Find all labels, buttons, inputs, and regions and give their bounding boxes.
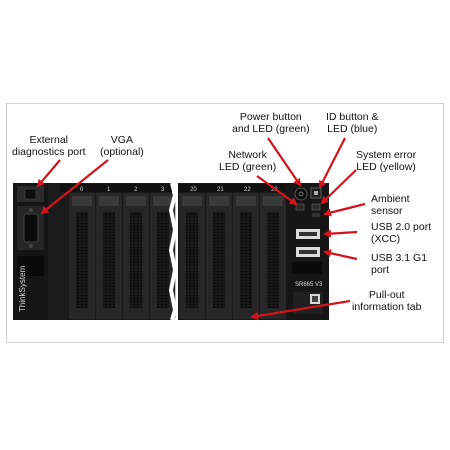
label-pull-out-information-tab: Pull-out information tab	[352, 289, 422, 313]
right-rack-ear: SR665 V3	[286, 183, 329, 320]
system-error-led	[311, 203, 321, 211]
bay-number: 1	[107, 187, 111, 193]
label-network-led: Network LED (green)	[219, 149, 277, 173]
drive-bay[interactable]: 0	[69, 187, 95, 319]
network-led	[295, 203, 305, 211]
label-ambient-sensor: Ambient sensor	[371, 193, 410, 217]
label-system-error-led: System error LED (yellow)	[356, 149, 417, 173]
vga-port[interactable]	[23, 213, 39, 243]
drive-bay[interactable]: 1	[96, 187, 122, 319]
bay-number: 0	[80, 187, 84, 193]
bay-number: 20	[190, 187, 197, 193]
drive-bay[interactable]: 2	[123, 187, 149, 319]
brand-text: ThinkSystem	[18, 265, 27, 312]
label-vga: VGA (optional)	[100, 134, 144, 158]
label-power-button: Power button and LED (green)	[232, 111, 310, 135]
model-text: SR665 V3	[295, 282, 323, 288]
label-external-diagnostics-port: External diagnostics port	[12, 134, 86, 158]
label-id-button: ID button & LED (blue)	[326, 111, 379, 135]
bay-number: 21	[217, 187, 224, 193]
drive-bays-left: 0 1 2 3	[69, 187, 176, 319]
callout-arrows	[36, 137, 366, 320]
bay-number: 2	[134, 187, 138, 193]
diagram-frame	[6, 103, 444, 343]
bay-number: 3	[161, 187, 165, 193]
bay-number: 22	[244, 187, 251, 193]
drive-bay[interactable]: 21	[206, 187, 232, 319]
label-usb20-port: USB 2.0 port (XCC)	[371, 221, 432, 245]
external-diagnostics-port[interactable]	[24, 188, 37, 200]
drive-bays-right: 20 21 22 23	[179, 187, 286, 319]
ambient-sensor	[312, 213, 320, 217]
left-rack-ear: ThinkSystem	[13, 183, 48, 320]
drive-bay[interactable]: 20	[179, 187, 205, 319]
drive-bay[interactable]: 23	[260, 187, 286, 319]
power-button[interactable]	[294, 187, 308, 201]
drive-bay[interactable]: 22	[233, 187, 259, 319]
label-usb31-port: USB 3.1 G1 port	[371, 252, 428, 276]
